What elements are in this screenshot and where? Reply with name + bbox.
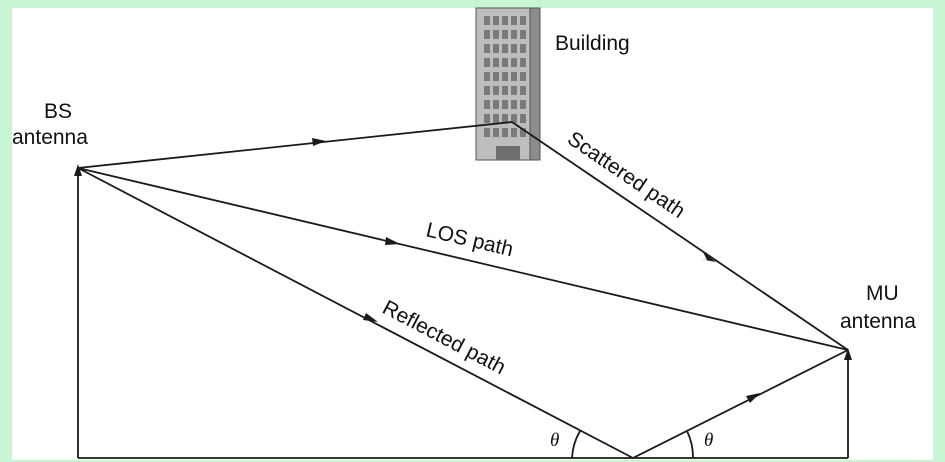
building-window <box>502 30 508 39</box>
building-window <box>484 44 490 53</box>
building-window <box>502 114 508 123</box>
los-path-arrow <box>385 237 400 245</box>
building-window <box>520 30 526 39</box>
bs-to-building-arrow <box>312 138 326 146</box>
building-window <box>502 128 508 137</box>
building-window <box>511 100 517 109</box>
building-label: Building <box>555 32 630 55</box>
building-window <box>484 128 490 137</box>
building-window <box>520 72 526 81</box>
building-window <box>484 100 490 109</box>
mu-antenna-label: MU antenna <box>840 282 916 333</box>
building-window <box>520 86 526 95</box>
building-window <box>484 72 490 81</box>
building-window <box>511 114 517 123</box>
bs-antenna-tip <box>74 164 82 176</box>
building-window <box>493 44 499 53</box>
scattered-path-line <box>511 121 849 351</box>
building-window <box>511 44 517 53</box>
building-window <box>493 100 499 109</box>
building-window <box>493 72 499 81</box>
bs-antenna-label: BS antenna <box>12 100 88 149</box>
building-window <box>502 16 508 25</box>
building-window <box>493 114 499 123</box>
bs-to-building-path <box>77 121 513 169</box>
building-window <box>511 58 517 67</box>
building-window <box>493 58 499 67</box>
building-window <box>511 30 517 39</box>
building-window <box>502 100 508 109</box>
building-window <box>520 100 526 109</box>
reflected-path-arrow <box>363 313 378 322</box>
building-window <box>520 58 526 67</box>
building-window <box>484 86 490 95</box>
theta-left-label: θ <box>550 430 559 451</box>
building-window <box>511 72 517 81</box>
building-window <box>502 86 508 95</box>
building-window <box>502 72 508 81</box>
angle-arc-right <box>686 430 694 459</box>
building-window <box>484 30 490 39</box>
building-window <box>493 86 499 95</box>
building-icon <box>475 7 541 161</box>
building-window <box>493 128 499 137</box>
building-window <box>484 16 490 25</box>
scattered-path-arrow <box>700 252 716 262</box>
building-window <box>502 58 508 67</box>
building-window <box>520 114 526 123</box>
building-window <box>493 30 499 39</box>
building-window <box>511 16 517 25</box>
los-path-line <box>77 167 849 351</box>
building-window <box>520 128 526 137</box>
building-window <box>484 58 490 67</box>
theta-right-label: θ <box>704 430 713 451</box>
angle-arc-left <box>571 430 581 459</box>
building-window <box>502 44 508 53</box>
mu-antenna-tip <box>844 348 852 360</box>
reflected-path-reflected <box>632 349 849 459</box>
building-window <box>520 16 526 25</box>
building-window <box>511 86 517 95</box>
building-window <box>520 44 526 53</box>
building-window <box>493 16 499 25</box>
building-window <box>511 128 517 137</box>
reflected-path-incident <box>77 167 634 459</box>
reflected-return-arrow <box>746 393 760 403</box>
building-window <box>484 114 490 123</box>
